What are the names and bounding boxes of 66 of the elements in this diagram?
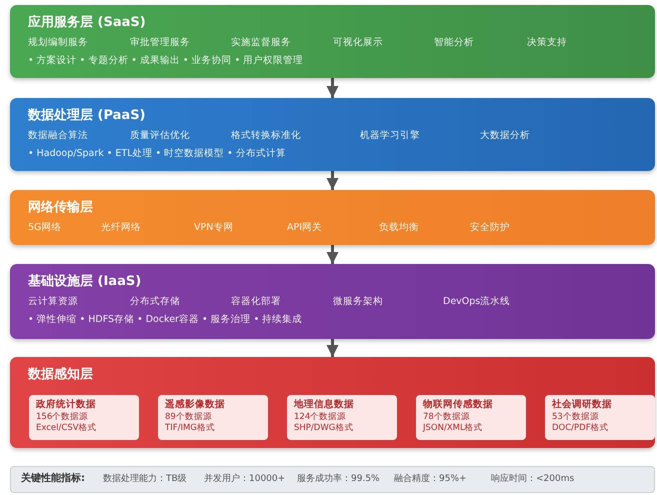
metric-value: 服务成功率：99.5% — [297, 474, 380, 485]
arrow — [326, 245, 338, 264]
service-item: API网关 — [287, 222, 322, 234]
service-item: 容器化部署 — [231, 296, 281, 308]
source-title: 遥感影像数据 — [165, 399, 226, 412]
layer-title: 基础设施层 (IaaS) — [28, 274, 142, 290]
layer-panel — [10, 264, 655, 339]
service-item: 分布式存储 — [130, 296, 180, 308]
source-count: 124个数据源 — [294, 412, 348, 423]
service-item: 负载均衡 — [379, 222, 419, 234]
service-item: 光纤网络 — [101, 222, 141, 234]
source-count: 78个数据源 — [423, 412, 471, 423]
data-source-card — [287, 395, 397, 440]
service-item: 机器学习引擎 — [360, 130, 420, 142]
metrics-heading: 关键性能指标: — [21, 473, 85, 485]
source-format: Excel/CSV格式 — [36, 423, 98, 435]
feature-list: • Hadoop/Spark • ETL处理 • 时空数据模型 • 分布式计算 — [28, 148, 286, 160]
feature-list: • 方案设计 • 专题分析 • 成果输出 • 业务协同 • 用户权限管理 — [28, 55, 304, 66]
layer-panel — [10, 98, 655, 171]
source-count: 156个数据源 — [36, 412, 90, 423]
data-source-card — [29, 395, 139, 440]
metric-value: 数据处理能力：TB级 — [103, 474, 187, 485]
source-title: 物联网传感数据 — [423, 399, 494, 412]
source-format: TIF/IMG格式 — [165, 423, 216, 435]
service-item: 实施监督服务 — [231, 37, 291, 48]
service-item: 大数据分析 — [480, 130, 530, 142]
layer-title: 数据感知层 — [28, 367, 93, 383]
data-source-card — [545, 395, 655, 440]
service-item: 云计算资源 — [28, 296, 78, 308]
source-title: 政府统计数据 — [36, 399, 97, 412]
layer-title: 数据处理层 (PaaS) — [28, 108, 146, 124]
service-item: 可视化展示 — [333, 37, 383, 48]
data-source-card — [416, 395, 526, 440]
service-item: 规划编制服务 — [28, 37, 88, 48]
metrics-bar — [10, 466, 655, 493]
service-item: 格式转换标准化 — [231, 130, 301, 142]
layer-title: 网络传输层 — [28, 200, 93, 216]
service-item: 安全防护 — [470, 222, 510, 234]
service-item: 微服务架构 — [333, 296, 383, 308]
layer-panel — [10, 5, 655, 78]
source-format: DOC/PDF格式 — [552, 423, 610, 435]
arrow — [326, 78, 338, 98]
metric-value: 并发用户：10000+ — [204, 474, 286, 485]
service-item: 智能分析 — [434, 37, 474, 48]
layer-panel — [10, 357, 655, 448]
service-item: 决策支持 — [527, 37, 567, 48]
service-item: 5G网络 — [28, 222, 62, 234]
source-title: 社会调研数据 — [552, 399, 613, 412]
service-item: DevOps流水线 — [443, 296, 510, 308]
source-count: 53个数据源 — [552, 412, 600, 423]
data-source-card — [158, 395, 268, 440]
source-count: 89个数据源 — [165, 412, 213, 423]
source-format: JSON/XML格式 — [423, 423, 484, 435]
metric-value: 融合精度：95%+ — [394, 474, 467, 485]
service-item: VPN专网 — [194, 222, 234, 234]
service-item: 数据融合算法 — [28, 130, 88, 142]
source-format: SHP/DWG格式 — [294, 423, 354, 435]
feature-list: • 弹性伸缩 • HDFS存储 • Docker容器 • 服务治理 • 持续集成 — [28, 314, 302, 326]
arrow — [326, 171, 338, 190]
layer-title: 应用服务层 (SaaS) — [28, 15, 146, 31]
arrow — [326, 339, 338, 357]
service-item: 质量评估优化 — [130, 130, 190, 142]
source-title: 地理信息数据 — [294, 399, 355, 412]
metric-value: 响应时间：<200ms — [491, 474, 574, 485]
layer-panel — [10, 190, 655, 245]
service-item: 审批管理服务 — [130, 37, 190, 48]
